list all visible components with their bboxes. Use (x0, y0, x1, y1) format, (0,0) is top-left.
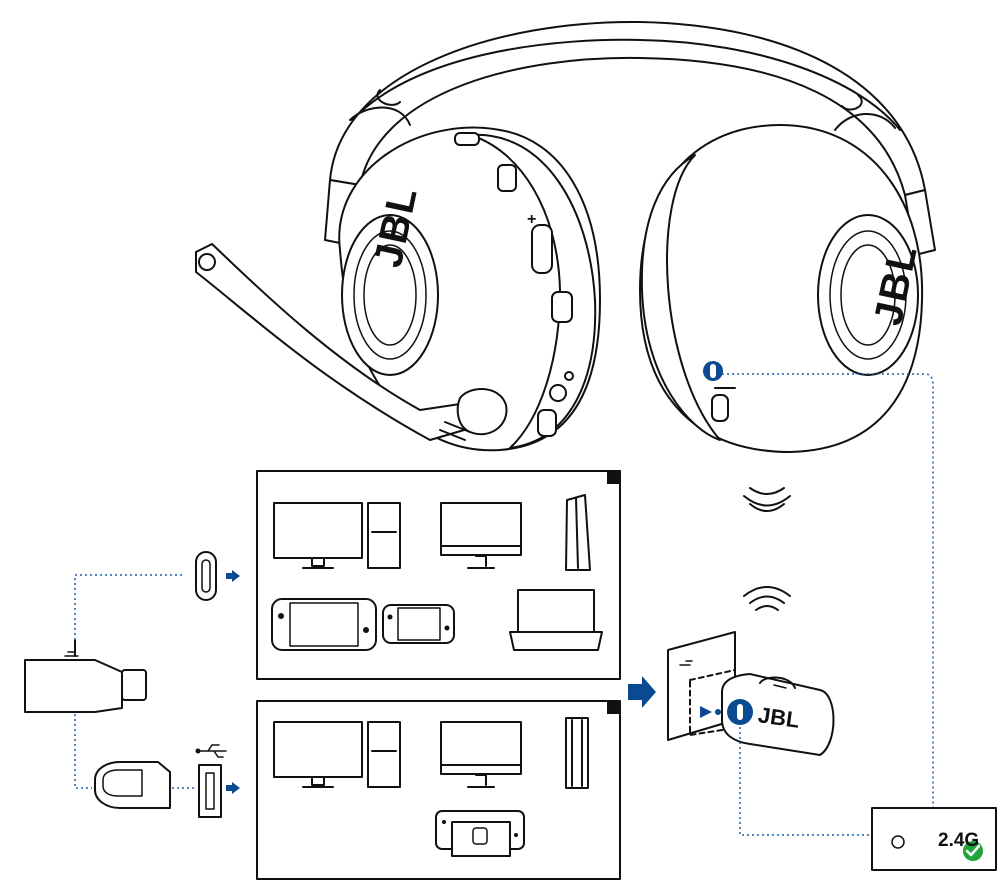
console-icon (565, 494, 591, 571)
console-dock (451, 821, 511, 857)
usb-c-port-icon (195, 551, 217, 601)
usb-a-device-panel (256, 700, 621, 880)
status-box (871, 807, 997, 871)
headset: + (195, 20, 936, 453)
pc-monitor-icon-2 (273, 721, 363, 778)
arrow-to-usb-c-panel (226, 570, 240, 582)
handheld-console-lite-icon (382, 604, 455, 644)
mac-monitor-icon (440, 502, 522, 556)
dongle-left (24, 639, 147, 713)
arrow-to-usb-a-panel (226, 782, 240, 794)
right-driver-grille (817, 214, 919, 376)
left-driver-grille (341, 214, 439, 376)
svg-text:+: + (527, 211, 536, 228)
mic-mute-button (551, 291, 573, 323)
pc-monitor-icon (273, 502, 363, 559)
usb-c-device-panel (256, 470, 621, 680)
laptop-icon (517, 589, 595, 633)
pc-tower-icon-2 (367, 721, 401, 788)
button-top (454, 132, 480, 146)
usb-dongle-right (721, 673, 835, 756)
pc-tower-icon (367, 502, 401, 569)
dongle-brand: JBL (756, 702, 802, 733)
status-indicator-icon (891, 835, 905, 849)
mac-monitor-icon-2 (440, 721, 522, 775)
game-chat-dial (497, 164, 517, 192)
usb-symbol-icon (195, 744, 227, 758)
wireless-waves-icon (743, 487, 791, 611)
console-tower-icon-2 (565, 717, 589, 789)
usb-a-port-icon (198, 764, 222, 818)
handheld-console-icon (271, 598, 377, 651)
usb-adapter (94, 761, 194, 809)
connection-mode-label: 2.4G (938, 830, 980, 851)
volume-dial (531, 224, 553, 274)
power-slider (711, 394, 729, 422)
arrow-to-dongle (628, 676, 656, 708)
